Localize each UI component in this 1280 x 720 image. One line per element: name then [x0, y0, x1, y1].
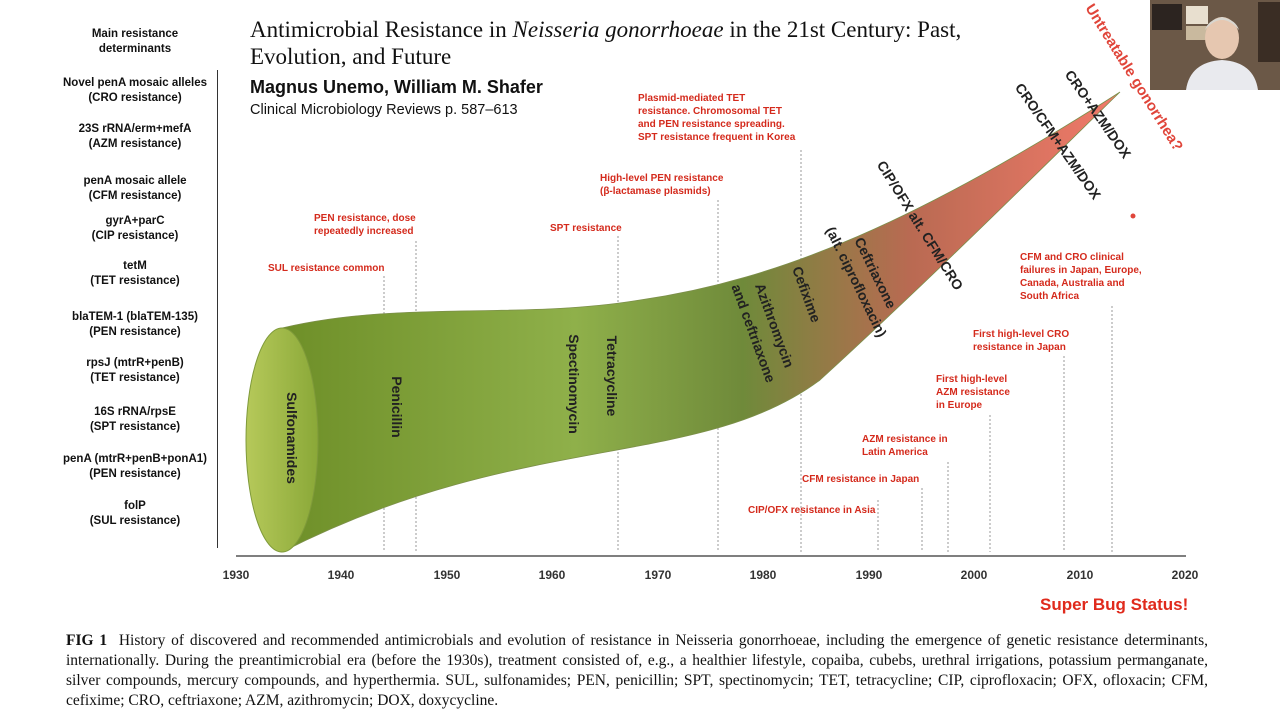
- event-annotation: First high-level CRO resistance in Japan: [973, 329, 1070, 353]
- event-annotation: First high-level AZM resistance in Europ…: [936, 374, 1010, 411]
- journal-citation: Clinical Microbiology Reviews p. 587–613: [250, 102, 518, 118]
- slide-title: Antimicrobial Resistance in Neisseria go…: [250, 17, 962, 69]
- year-tick: 1980: [749, 568, 777, 582]
- event-annotation: CIP/OFX resistance in Asia: [748, 505, 876, 516]
- determinant-item: Novel penA mosaic alleles(CRO resistance…: [62, 77, 208, 104]
- figure-caption: FIG 1 History of discovered and recommen…: [66, 631, 1208, 711]
- year-tick: 1940: [327, 568, 355, 582]
- event-annotation: SPT resistance: [550, 223, 622, 234]
- determinants-axis-line: [217, 70, 218, 548]
- year-tick: 1970: [644, 568, 672, 582]
- drug-label: Sulfonamides: [284, 392, 300, 484]
- event-annotation: CFM resistance in Japan: [802, 474, 920, 485]
- drug-label: Spectinomycin: [566, 334, 582, 434]
- determinant-item: gyrA+parC(CIP resistance): [91, 215, 179, 242]
- year-tick: 1950: [433, 568, 461, 582]
- pointer-dot: [1130, 213, 1136, 219]
- determinant-item: 16S rRNA/rpsE(SPT resistance): [89, 406, 181, 433]
- determinants-header: Main resistance determinants: [91, 28, 179, 55]
- determinant-item: 23S rRNA/erm+mefA(AZM resistance): [78, 123, 192, 150]
- year-tick: 1960: [538, 568, 566, 582]
- event-annotation: Plasmid-mediated TET resistance. Chromos…: [638, 93, 796, 143]
- drug-label: Penicillin: [389, 376, 405, 437]
- event-annotation: PEN resistance, dose repeatedly increase…: [314, 213, 416, 237]
- event-annotation: SUL resistance common: [268, 263, 385, 274]
- presenter-video-icon: [1150, 0, 1280, 90]
- authors: Magnus Unemo, William M. Shafer: [250, 77, 543, 97]
- horn-mouth: [245, 327, 319, 553]
- year-tick: 2020: [1171, 568, 1199, 582]
- determinant-item: folP(SUL resistance): [89, 500, 181, 527]
- year-tick: 2010: [1066, 568, 1094, 582]
- year-tick: 1990: [855, 568, 883, 582]
- caption-text: History of discovered and recommended an…: [66, 632, 1209, 709]
- presenter-webcam: [1150, 0, 1280, 90]
- determinant-item: rpsJ (mtrR+penB)(TET resistance): [86, 357, 184, 384]
- event-annotation: CFM and CRO clinical failures in Japan, …: [1020, 252, 1142, 302]
- determinant-item: penA (mtrR+penB+ponA1)(PEN resistance): [63, 453, 207, 480]
- year-tick: 2000: [960, 568, 988, 582]
- event-annotation: AZM resistance in Latin America: [862, 434, 948, 458]
- year-tick: 1930: [222, 568, 250, 582]
- event-annotation: High-level PEN resistance (β-lactamase p…: [600, 173, 724, 197]
- resistance-horn: [281, 91, 1121, 553]
- super-bug-status: Super Bug Status!: [1040, 595, 1189, 614]
- drug-label: Tetracycline: [604, 336, 620, 417]
- determinant-item: blaTEM-1 (blaTEM-135)(PEN resistance): [72, 311, 198, 338]
- determinant-item: penA mosaic allele(CFM resistance): [83, 175, 187, 202]
- determinant-item: tetM(TET resistance): [90, 260, 180, 287]
- caption-label: FIG 1: [66, 632, 108, 649]
